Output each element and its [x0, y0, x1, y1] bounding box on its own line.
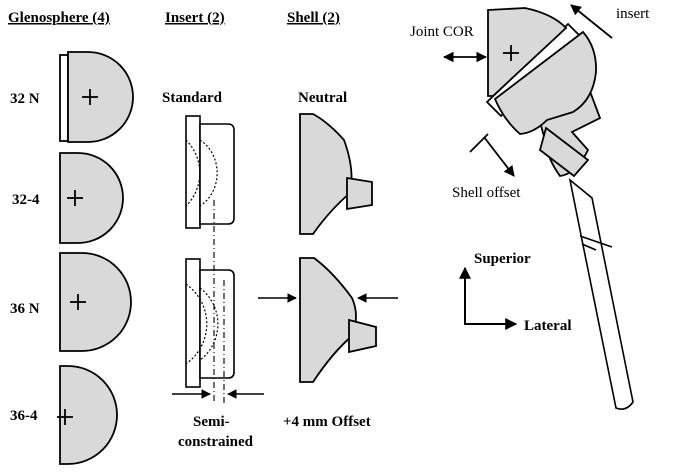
- glenosphere-36n-shape: [59, 252, 132, 352]
- assembly-label-shell-offset: Shell offset: [452, 185, 521, 201]
- glenosphere-32-4-shape: [59, 152, 124, 244]
- glenosphere-36-4-shape: [57, 365, 118, 465]
- insert-standard-shape: [185, 115, 235, 229]
- glenosphere-label-32n: 32 N: [10, 91, 40, 107]
- glenosphere-32n-shape: [59, 51, 134, 143]
- shell-neutral-shape: [299, 113, 373, 235]
- assembly-shell-base-shape: [493, 30, 597, 135]
- orientation-axes: [459, 266, 518, 330]
- insert-semiconstrained-shape: [185, 258, 235, 388]
- humeral-stem-shape: [568, 177, 634, 410]
- glenosphere-label-36n: 36 N: [10, 301, 40, 317]
- glenosphere-label-36-4: 36-4: [10, 408, 38, 424]
- insert-dashdot-lines: [213, 200, 225, 404]
- assembly-label-joint-cor: Joint COR: [410, 24, 474, 40]
- shell-label-neutral: Neutral: [298, 90, 347, 106]
- axis-label-superior: Superior: [474, 251, 531, 267]
- header-shell: Shell (2): [287, 10, 340, 26]
- axis-label-lateral: Lateral: [524, 318, 571, 334]
- assembly-glenosphere-shape: [487, 7, 568, 97]
- insert-label-standard: Standard: [162, 90, 223, 106]
- assembly-arrows: [442, 4, 613, 177]
- assembly-shell-shape: [538, 84, 602, 178]
- insert-label-semi-2: constrained: [178, 434, 254, 450]
- insert-label-semi-1: Semi-: [193, 414, 230, 430]
- header-insert: Insert (2): [165, 10, 225, 26]
- shell-offset-shape: [299, 257, 377, 383]
- glenosphere-label-32-4: 32-4: [12, 192, 40, 208]
- header-glenosphere: Glenosphere (4): [8, 10, 110, 26]
- assembly-label-insert: insert: [616, 6, 650, 22]
- shell-label-offset: +4 mm Offset: [283, 414, 371, 430]
